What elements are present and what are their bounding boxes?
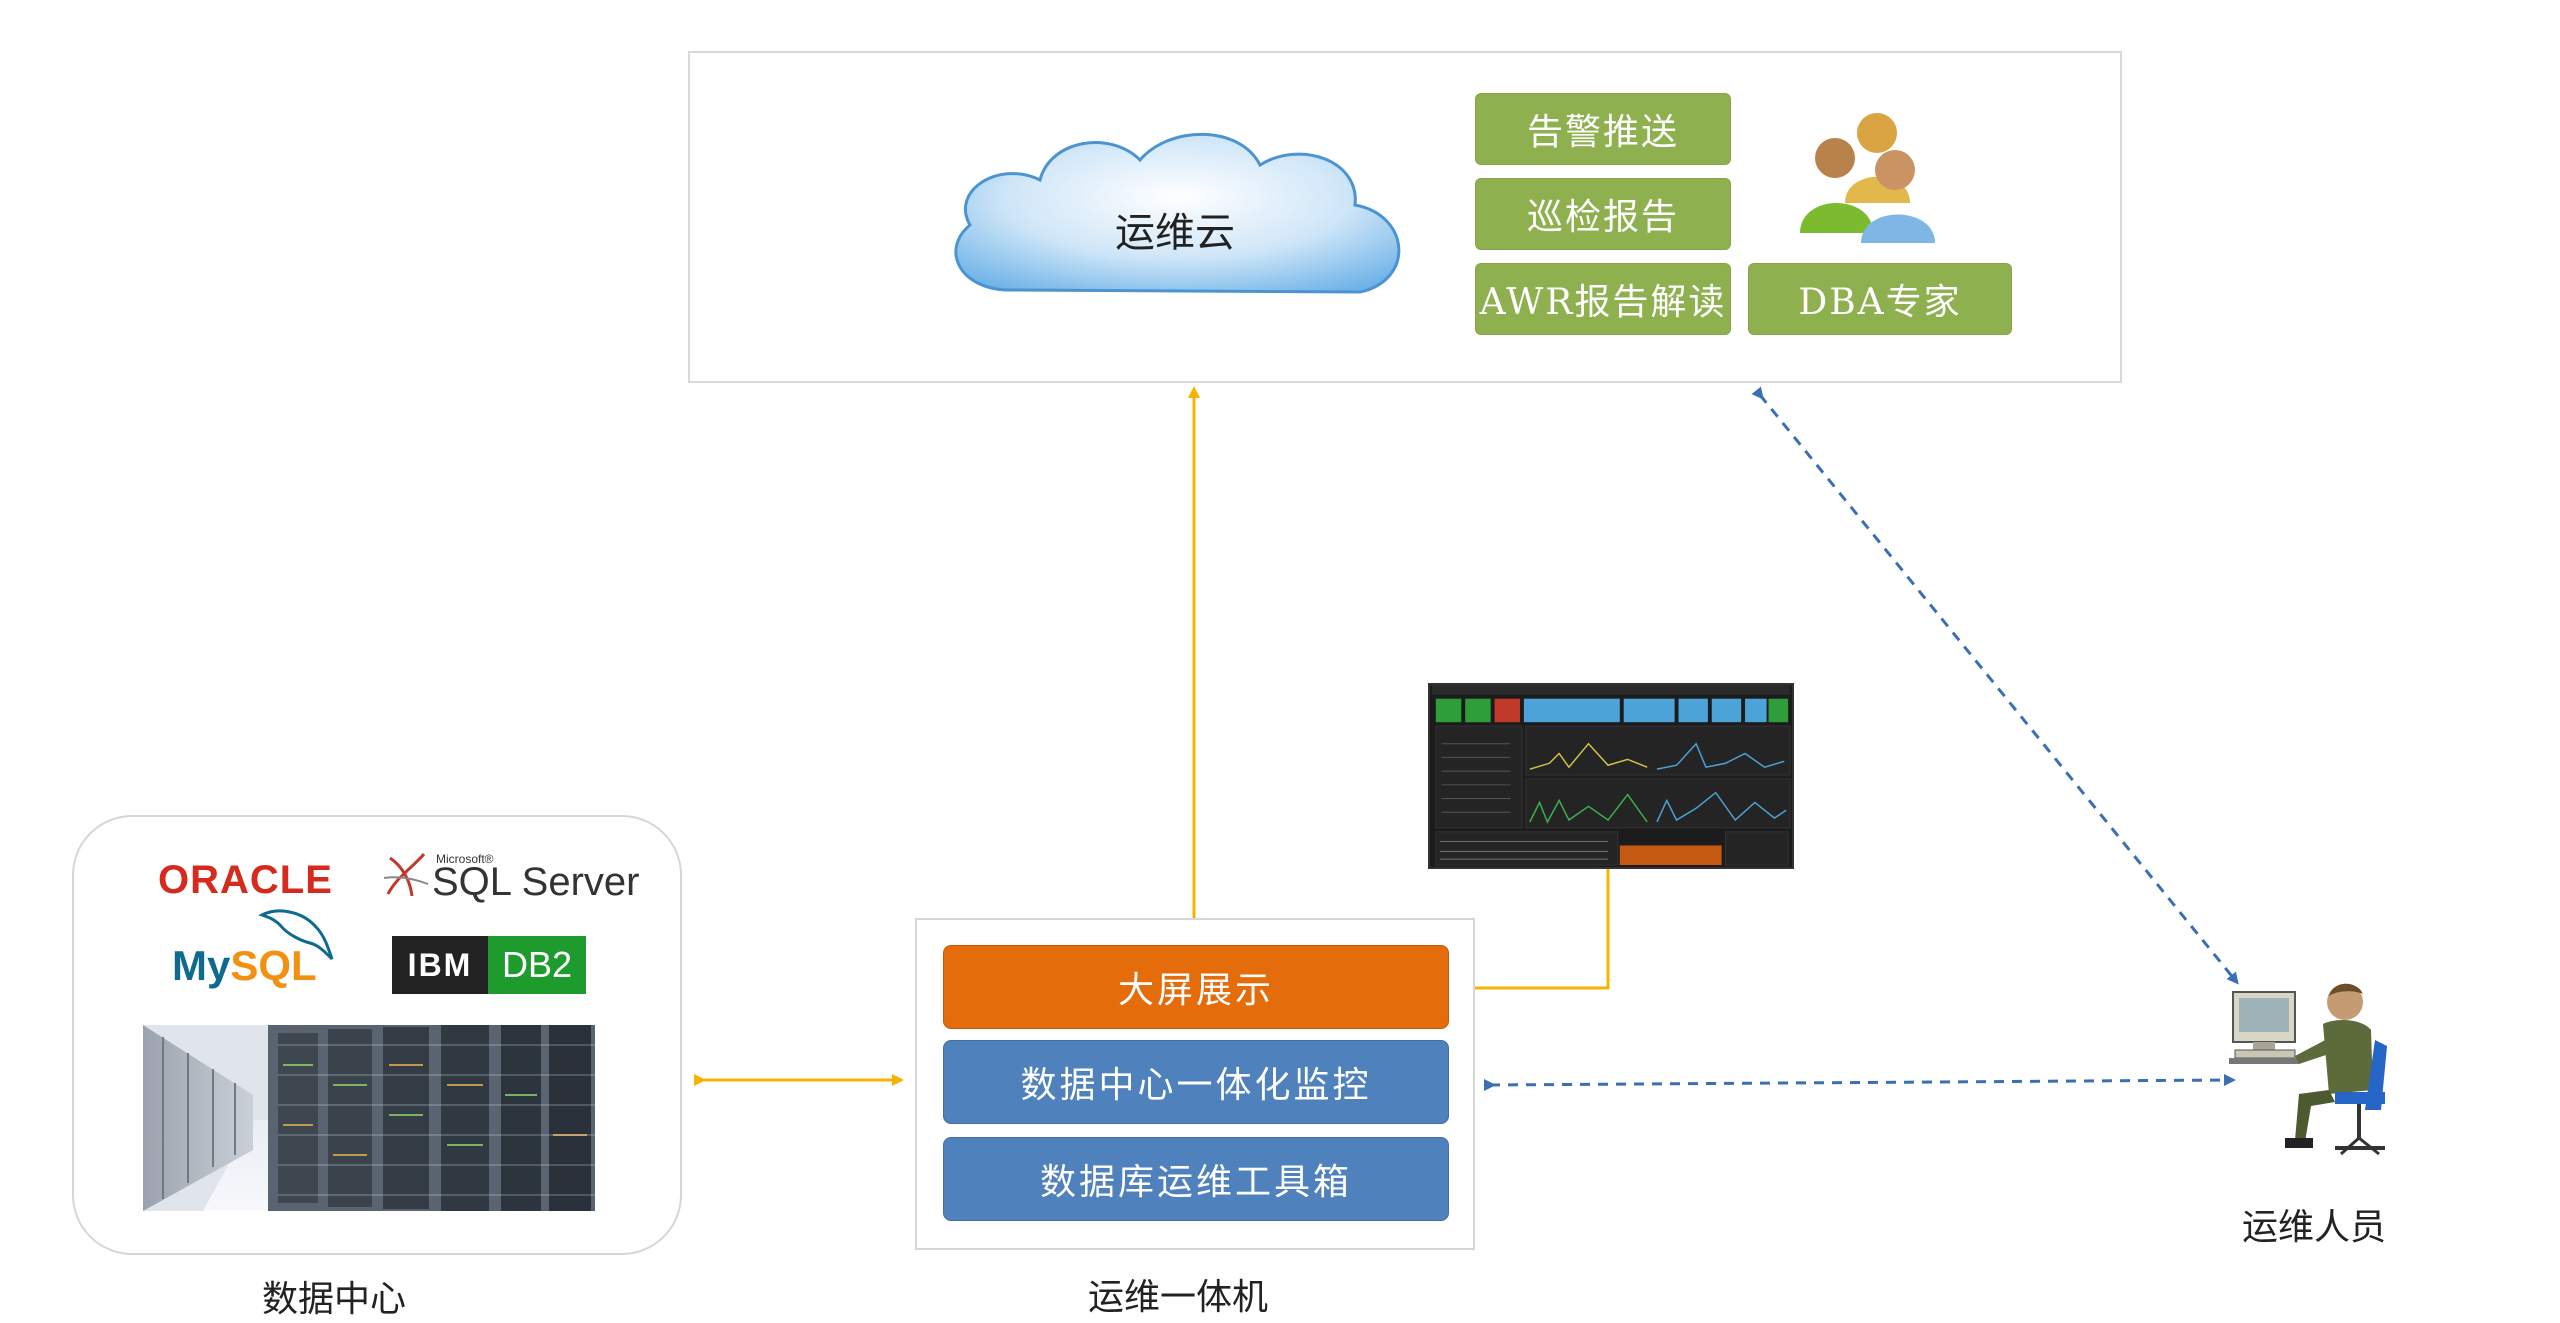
dc-monitoring-bar: 数据中心一体化监控	[943, 1040, 1449, 1124]
dashboard-screenshot	[1428, 683, 1794, 869]
ibm-db2-logo: IBM DB2	[392, 936, 586, 994]
mysql-logo-sql: SQL	[230, 942, 317, 989]
mysql-logo-my: My	[172, 942, 231, 989]
line-bigscreen-to-dashboard	[1449, 869, 1610, 990]
arrow-cloud-operator	[1751, 386, 2239, 985]
oracle-logo: ORACLE	[158, 858, 333, 902]
big-screen-bar: 大屏展示	[943, 945, 1449, 1029]
cloud-label: 运维云	[1115, 210, 1235, 256]
service-alert-push: 告警推送	[1475, 93, 1731, 165]
service-dba-expert: DBA专家	[1748, 263, 2012, 335]
sql-server-logo: SQL Server	[432, 860, 640, 904]
data-center-caption: 数据中心	[262, 1279, 407, 1320]
service-awr-report: AWR报告解读	[1475, 263, 1731, 335]
experts-group-icon	[1800, 113, 1935, 243]
arrow-appliance-operator	[1483, 1074, 2236, 1092]
db2-logo-text: DB2	[488, 936, 586, 994]
operator-caption: 运维人员	[2242, 1207, 2387, 1248]
server-room-image	[143, 1025, 595, 1211]
ibm-logo-text: IBM	[407, 946, 473, 983]
cloud-icon	[954, 132, 1401, 294]
sql-server-logo-icon	[383, 853, 429, 897]
operator-at-computer-icon	[2229, 983, 2387, 1156]
appliance-caption: 运维一体机	[1088, 1277, 1269, 1318]
mysql-dolphin-icon	[258, 909, 334, 961]
service-inspection-report: 巡检报告	[1475, 178, 1731, 250]
sql-server-vendor: Microsoft®	[436, 852, 494, 866]
db-toolbox-bar: 数据库运维工具箱	[943, 1137, 1449, 1221]
mysql-logo: MySQL	[172, 942, 317, 990]
